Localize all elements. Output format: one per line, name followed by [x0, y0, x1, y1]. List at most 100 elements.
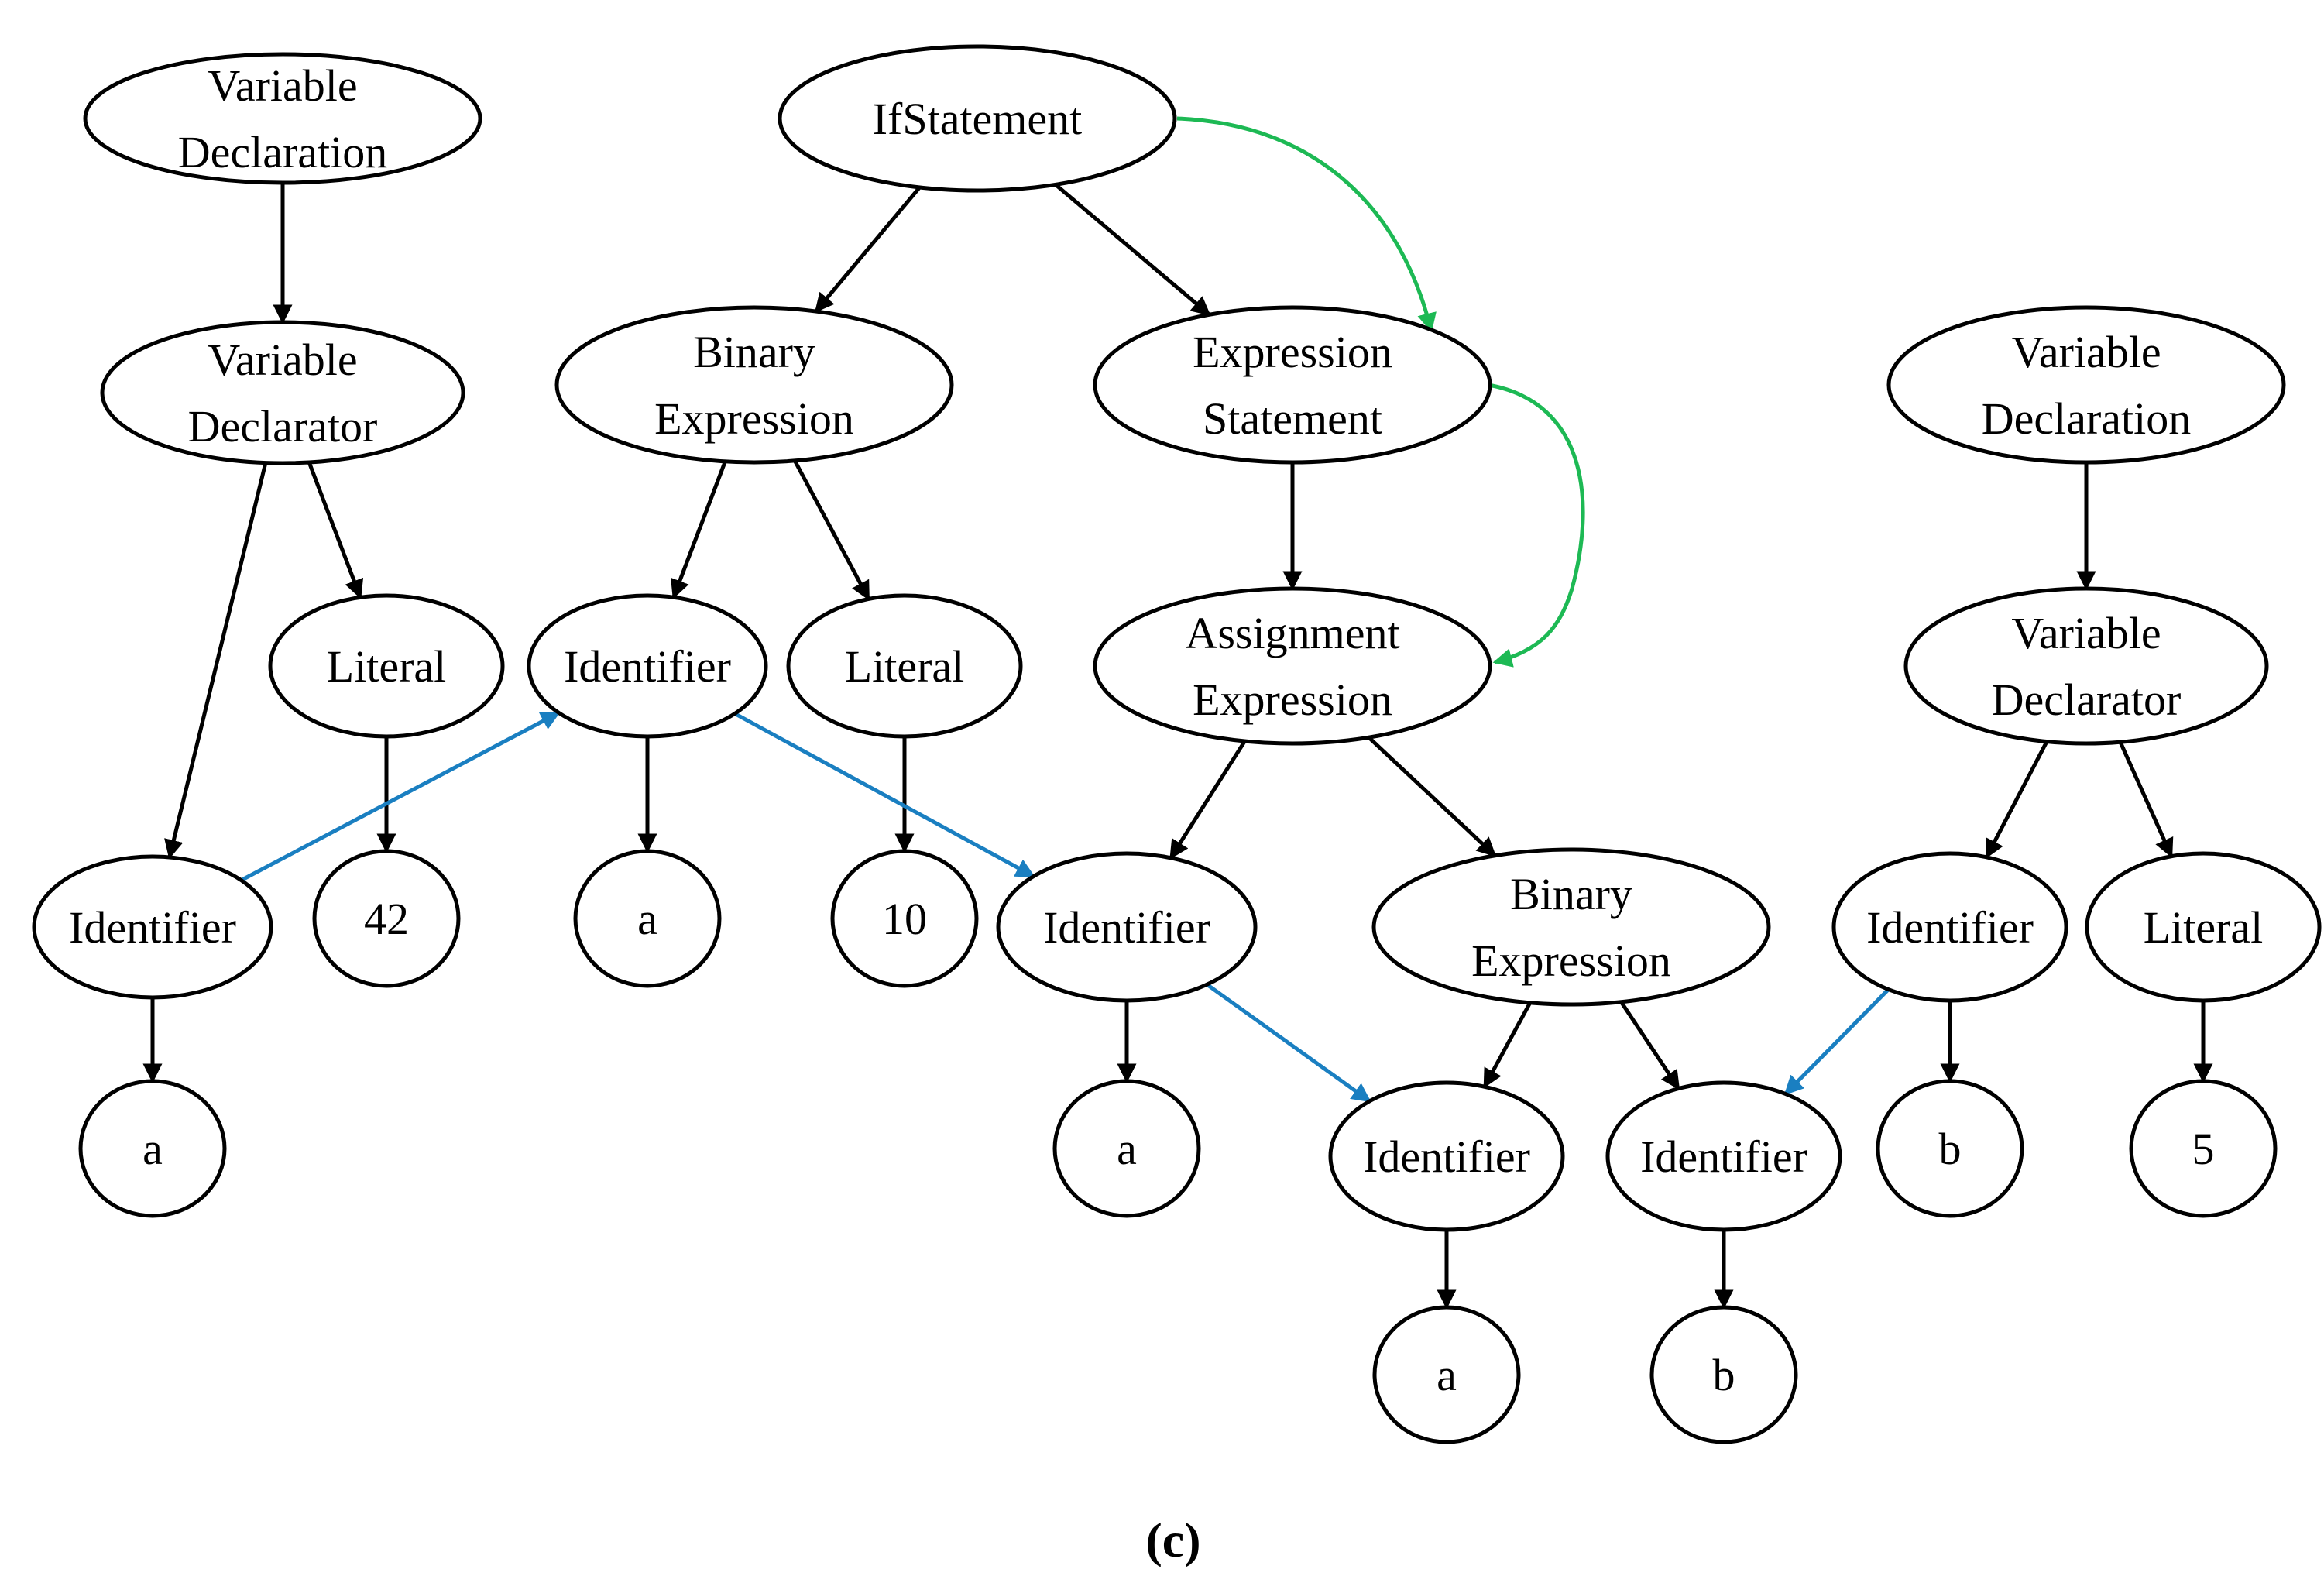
node-label-vdecl2-0: Variable	[2011, 327, 2161, 377]
node-label-id_a3-0: Identifier	[1043, 902, 1210, 953]
node-val10: 10	[830, 849, 979, 988]
node-label-val_b1-0: b	[1713, 1350, 1735, 1400]
node-id_a3: Identifier	[996, 851, 1258, 1003]
node-shape-val5	[2129, 1079, 2278, 1218]
node-val_a4: a	[1372, 1305, 1521, 1444]
node-shape-id_b1	[1605, 1080, 1842, 1232]
tree-edge-vdtor2-to-lit5	[2118, 741, 2174, 858]
node-val42: 42	[312, 849, 461, 988]
tree-edge-vdtor1-to-lit42	[307, 462, 364, 599]
node-shape-binexp2	[1371, 847, 1771, 1007]
node-label-val_b2-0: b	[1939, 1124, 1962, 1174]
node-label-val_a4-0: a	[1437, 1350, 1457, 1400]
node-val_a3: a	[1052, 1079, 1201, 1218]
node-shape-lit5	[2085, 851, 2322, 1003]
node-id_a1: Identifier	[32, 854, 273, 1000]
tree-edge-vdtor2-to-id_b2	[1984, 740, 2049, 860]
node-label-val_a3-0: a	[1117, 1124, 1137, 1174]
node-shape-id_b2	[1831, 851, 2068, 1003]
node-shape-assign	[1093, 586, 1492, 746]
node-shape-vdecl2	[1886, 305, 2286, 465]
node-label-lit5-0: Literal	[2144, 902, 2264, 953]
node-shape-lit42	[268, 593, 505, 739]
node-label-id_a1-0: Identifier	[69, 902, 236, 953]
node-label-binexp2-0: Binary	[1510, 869, 1632, 919]
node-shape-lit10	[786, 593, 1023, 739]
node-label-lit42-0: Literal	[327, 641, 447, 692]
node-shape-val42	[312, 849, 461, 988]
node-label-id_a2-0: Identifier	[564, 641, 731, 692]
node-label-vdtor1-0: Variable	[208, 335, 357, 385]
tree-edge-assign-to-binexp2	[1367, 736, 1497, 857]
node-label-binexp1-0: Binary	[693, 327, 815, 377]
data-edge-id_a3-to-id_a4	[1206, 983, 1371, 1103]
node-label-assign-0: Assignment	[1185, 608, 1399, 658]
tree-edge-binexp1-to-lit10	[793, 459, 870, 601]
node-label-val_a1-0: a	[142, 1124, 163, 1174]
node-label-assign-1: Expression	[1193, 675, 1392, 725]
tree-edge-binexp1-to-id_a2	[671, 461, 727, 599]
node-label-binexp2-1: Expression	[1471, 936, 1671, 986]
node-shape-vdtor1	[100, 320, 465, 465]
node-label-vdtor2-1: Declarator	[1992, 675, 2182, 725]
tree-edge-assign-to-id_a3	[1169, 740, 1247, 860]
node-val_a1: a	[78, 1079, 227, 1218]
node-lit42: Literal	[268, 593, 505, 739]
data-edge-id_a1-to-id_a2	[240, 711, 561, 882]
node-id_b2: Identifier	[1831, 851, 2068, 1003]
control-edge-exprstmt-to-assign	[1488, 383, 1585, 668]
node-shape-binexp1	[554, 305, 954, 465]
node-val_a2: a	[573, 849, 722, 988]
node-label-vdtor2-0: Variable	[2011, 608, 2161, 658]
node-shape-id_a2	[527, 593, 768, 739]
node-label-lit10-0: Literal	[845, 641, 965, 692]
node-label-id_b2-0: Identifier	[1866, 902, 2034, 953]
node-label-val5-0: 5	[2192, 1124, 2215, 1174]
node-label-val_a2-0: a	[637, 894, 657, 944]
edges-layer	[142, 116, 2213, 1310]
node-shape-vdecl1	[83, 52, 482, 185]
node-ifstmt: IfStatement	[778, 44, 1177, 193]
tree-edge-ifstmt-to-binexp1	[814, 186, 922, 313]
node-shape-val_b2	[1876, 1079, 2024, 1218]
node-lit10: Literal	[786, 593, 1023, 739]
node-label-id_a4-0: Identifier	[1363, 1131, 1530, 1182]
node-val_b2: b	[1876, 1079, 2024, 1218]
node-label-vdecl1-1: Declaration	[178, 127, 388, 177]
tree-edge-binexp2-to-id_b1	[1619, 1001, 1680, 1090]
node-label-ifstmt-0: IfStatement	[873, 94, 1083, 144]
node-shape-val_a1	[78, 1079, 227, 1218]
node-shape-vdtor2	[1903, 586, 2269, 746]
node-label-id_b1-0: Identifier	[1640, 1131, 1807, 1182]
node-shape-val_a4	[1372, 1305, 1521, 1444]
data-edge-id_b2-to-id_b1	[1783, 987, 1890, 1096]
node-lit5: Literal	[2085, 851, 2322, 1003]
figure-caption: (c)	[1145, 1512, 1200, 1567]
node-id_a2: Identifier	[527, 593, 768, 739]
nodes-layer: VariableDeclarationVariableDeclaratorIde…	[32, 44, 2322, 1444]
tree-edge-binexp2-to-id_a4	[1482, 1001, 1533, 1089]
node-shape-id_a1	[32, 854, 273, 1000]
node-shape-ifstmt	[778, 44, 1177, 193]
tree-edge-ifstmt-to-exprstmt	[1054, 183, 1211, 317]
tree-edge-vdtor1-to-id_a1	[164, 462, 268, 860]
node-val5: 5	[2129, 1079, 2278, 1218]
node-shape-val10	[830, 849, 979, 988]
node-label-vdecl2-1: Declaration	[1982, 393, 2192, 444]
node-label-exprstmt-1: Statement	[1203, 393, 1382, 444]
node-shape-exprstmt	[1093, 305, 1492, 465]
node-label-exprstmt-0: Expression	[1193, 327, 1392, 377]
node-shape-val_b1	[1649, 1305, 1798, 1444]
node-id_b1: Identifier	[1605, 1080, 1842, 1232]
node-val_b1: b	[1649, 1305, 1798, 1444]
node-shape-val_a2	[573, 849, 722, 988]
